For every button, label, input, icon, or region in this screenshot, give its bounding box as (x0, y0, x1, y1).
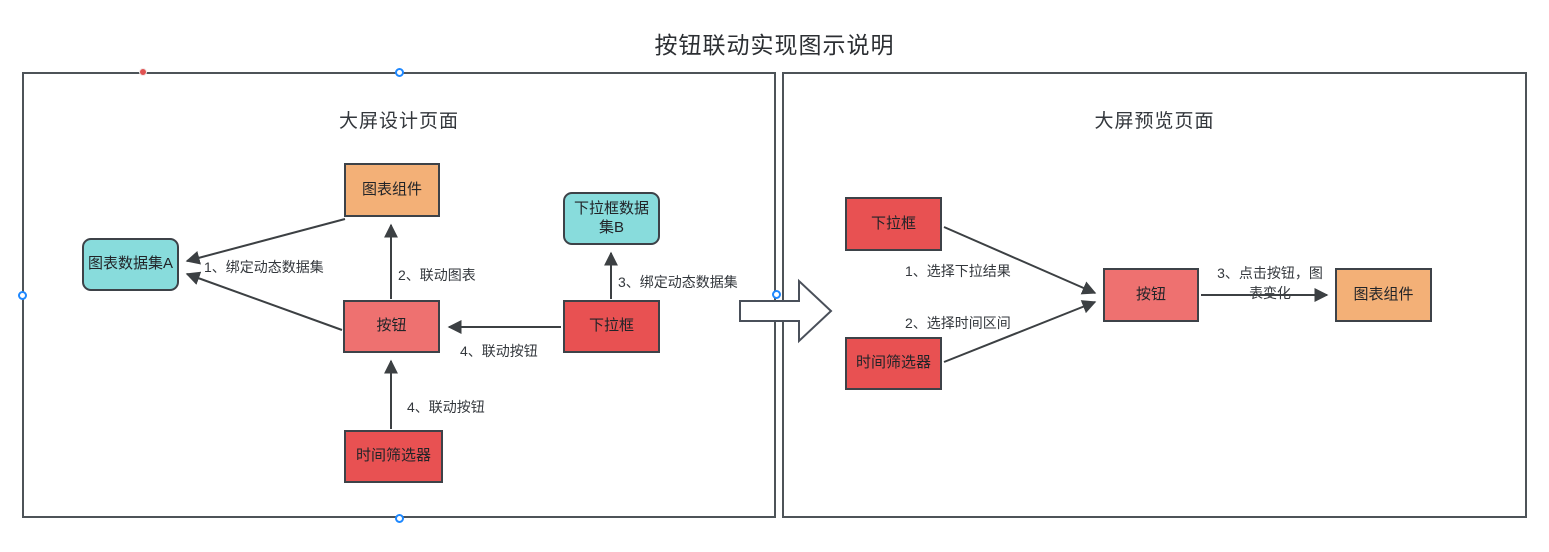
edge-label-bind-dynamic-dataset-1[interactable]: 1、绑定动态数据集 (204, 259, 324, 275)
node-label: 图表数据集A (87, 255, 173, 273)
edge-label-select-dropdown-result-1[interactable]: 1、选择下拉结果 (905, 263, 1011, 279)
edge-label-select-time-range-2[interactable]: 2、选择时间区间 (905, 315, 1011, 331)
node-label: 按钮 (1135, 285, 1166, 303)
edge-label-click-button-chart-3[interactable]: 3、点击按钮，图表变化 (1217, 265, 1323, 302)
selection-handle-bottom[interactable] (395, 514, 404, 523)
selection-handle-top[interactable] (395, 68, 404, 77)
node-label: 时间筛选器 (855, 354, 931, 372)
node-label: 图表组件 (1353, 285, 1414, 303)
node-preview-time-filter[interactable]: 时间筛选器 (845, 337, 942, 390)
edge-label-link-button-4b[interactable]: 4、联动按钮 (407, 399, 485, 415)
node-label: 按钮 (376, 317, 407, 335)
node-design-dropdown[interactable]: 下拉框 (563, 300, 660, 353)
node-design-chart-dataset-a[interactable]: 图表数据集A (82, 238, 179, 291)
selection-handle-right[interactable] (772, 290, 781, 299)
node-label: 下拉框数据集B (573, 199, 649, 236)
node-label: 时间筛选器 (355, 447, 431, 465)
node-preview-dropdown[interactable]: 下拉框 (845, 197, 942, 251)
node-design-dropdown-dataset-b[interactable]: 下拉框数据集B (563, 192, 660, 245)
preview-panel-title: 大屏预览页面 (1094, 111, 1215, 132)
page-title: 按钮联动实现图示说明 (654, 32, 895, 58)
selection-handle-left[interactable] (18, 291, 27, 300)
node-label: 图表组件 (361, 180, 422, 198)
edge-label-link-chart-2[interactable]: 2、联动图表 (398, 267, 476, 283)
node-label: 下拉框 (588, 317, 634, 335)
node-preview-chart-component[interactable]: 图表组件 (1335, 268, 1432, 322)
anchor-dot-red[interactable] (139, 68, 147, 76)
node-design-time-filter[interactable]: 时间筛选器 (344, 430, 443, 483)
node-design-chart-component[interactable]: 图表组件 (344, 163, 440, 217)
node-design-button[interactable]: 按钮 (343, 300, 440, 353)
edge-label-bind-dynamic-dataset-3[interactable]: 3、绑定动态数据集 (618, 274, 738, 290)
edge-label-link-button-4a[interactable]: 4、联动按钮 (460, 343, 538, 359)
node-label: 下拉框 (870, 214, 916, 232)
node-preview-button[interactable]: 按钮 (1103, 268, 1199, 322)
design-panel-title: 大屏设计页面 (338, 111, 459, 132)
